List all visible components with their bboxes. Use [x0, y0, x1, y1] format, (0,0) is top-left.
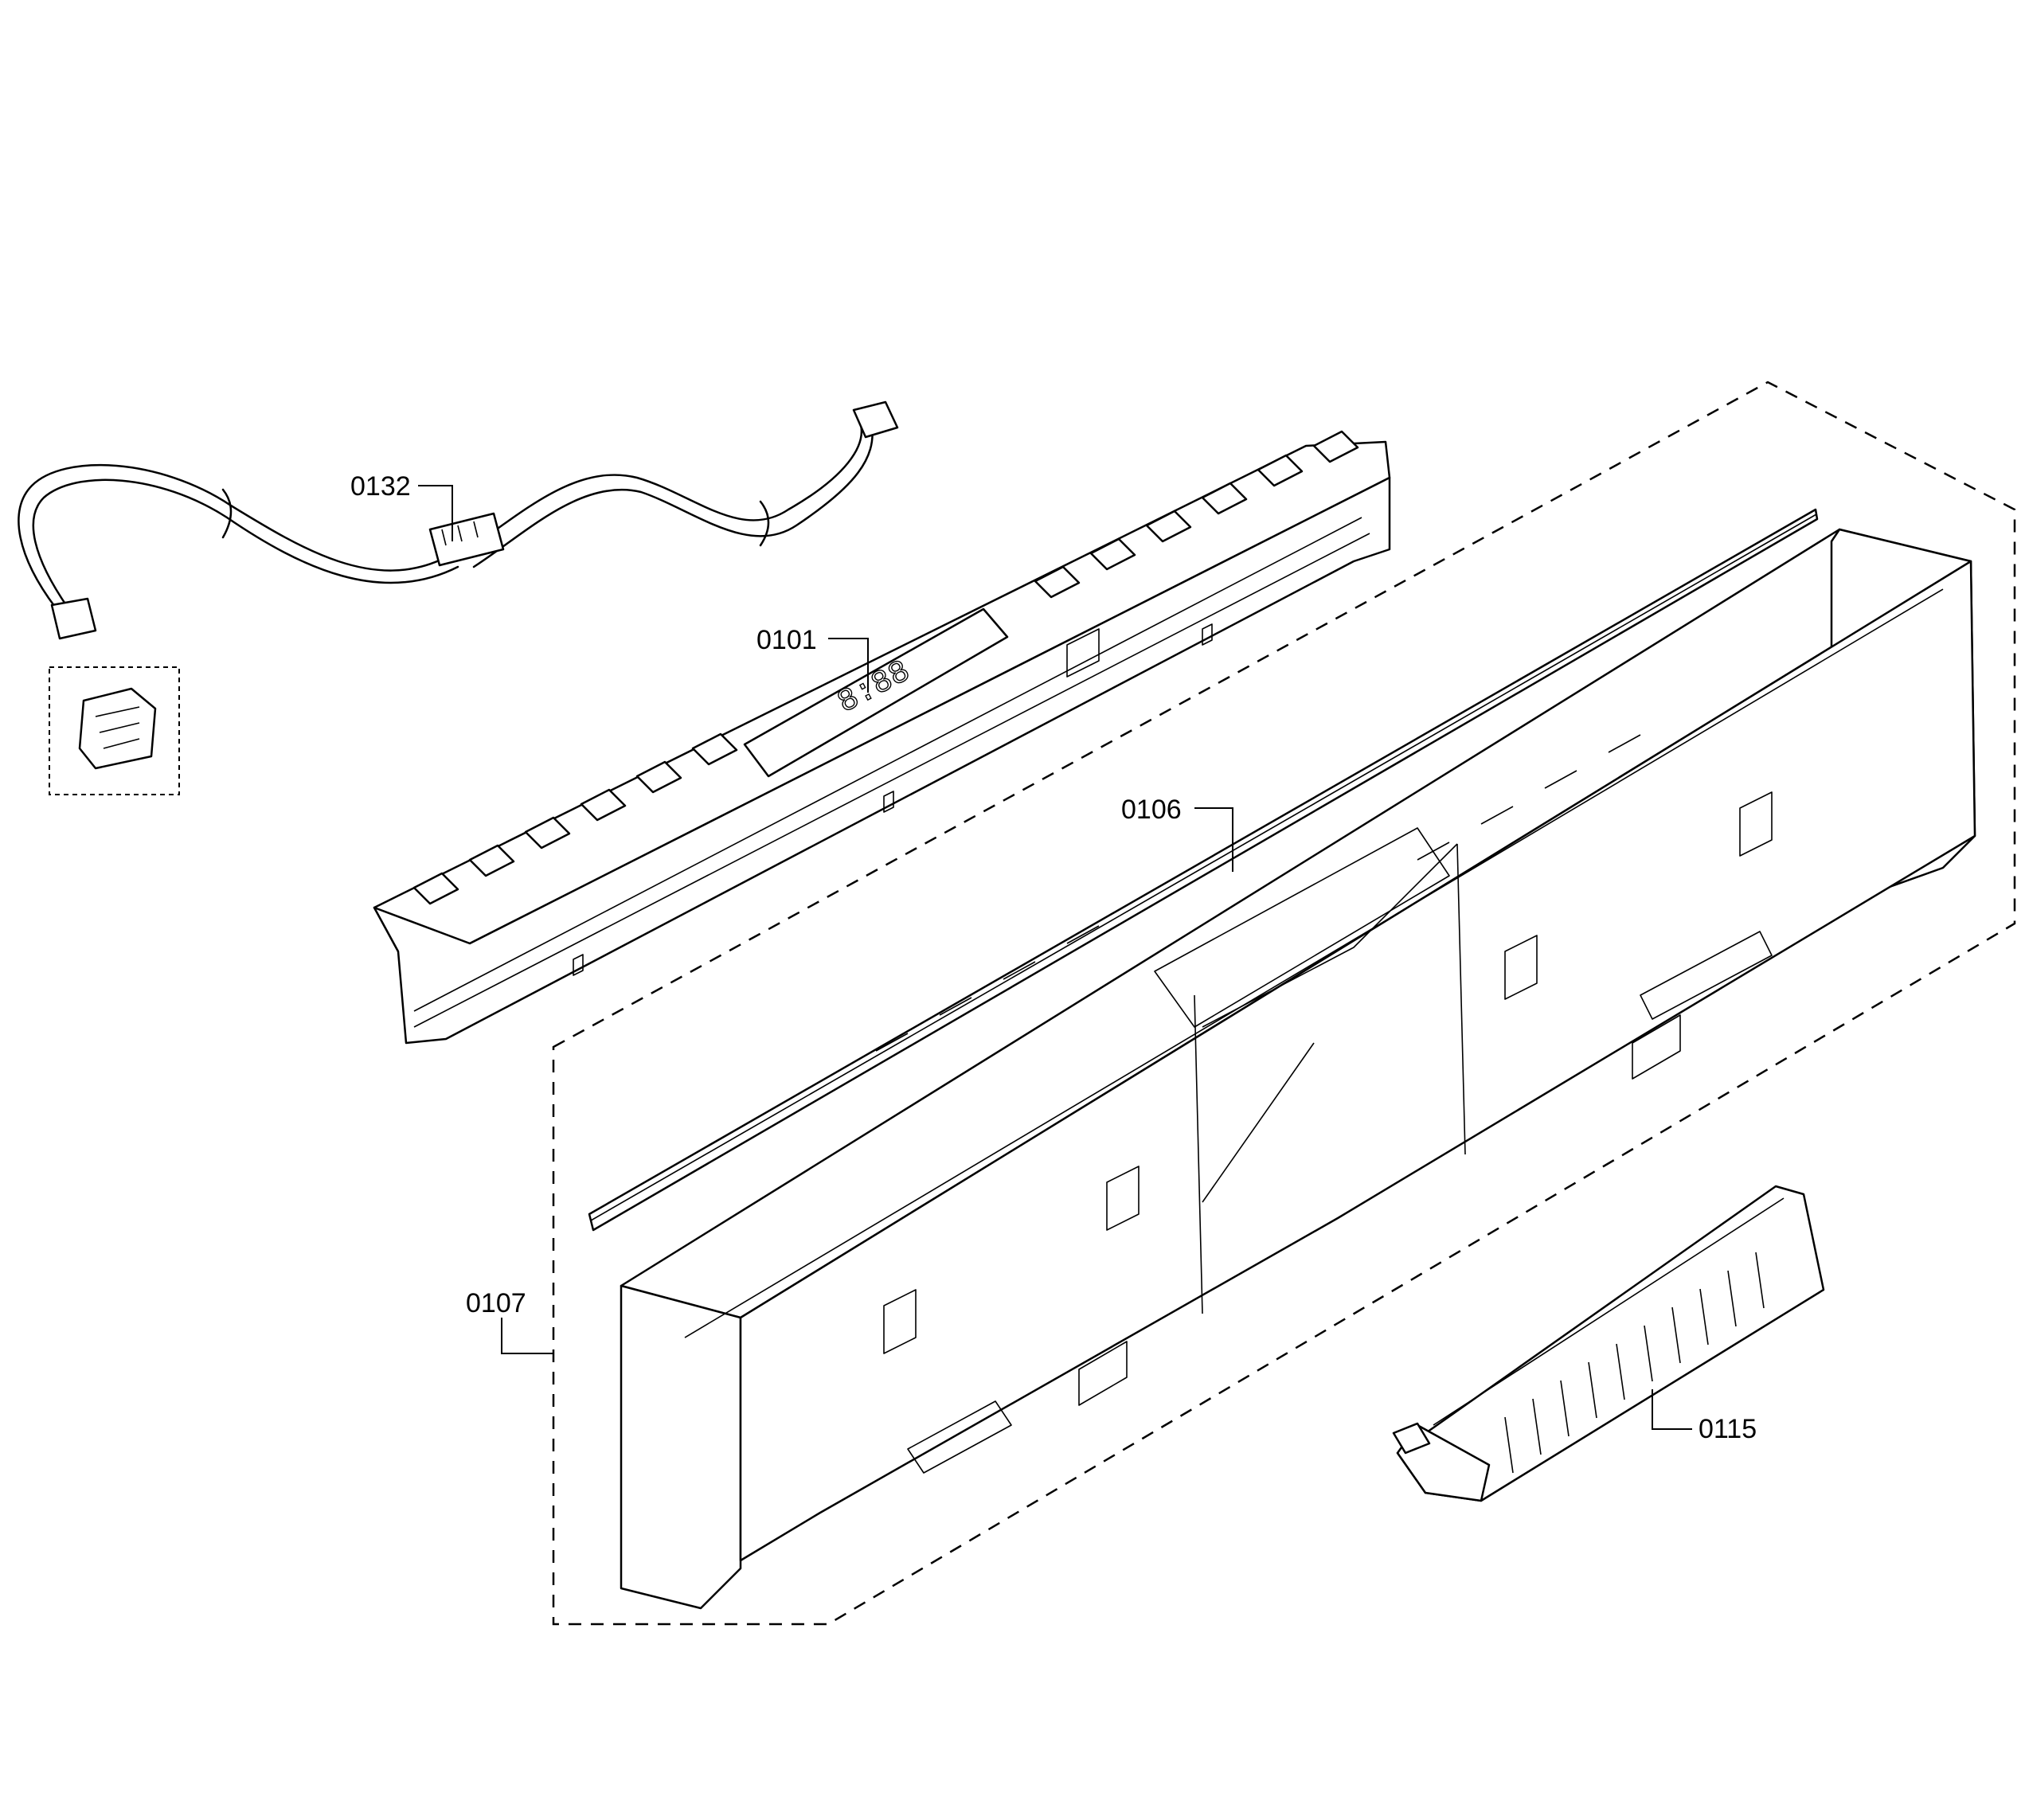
wire-harness-0132[interactable]	[18, 400, 899, 640]
button-caps	[412, 430, 1359, 905]
connector-detail-box	[49, 666, 180, 795]
callout-leaders	[418, 485, 1692, 1430]
callout-0132: 0132	[350, 471, 411, 502]
callout-0107: 0107	[466, 1288, 526, 1318]
trim-strip-0106[interactable]	[588, 508, 1819, 1232]
callout-0101: 0101	[756, 625, 817, 655]
callout-0115: 0115	[1699, 1414, 1757, 1444]
callout-0106: 0106	[1121, 795, 1182, 825]
panel-housing-0107[interactable]	[620, 528, 1976, 1610]
cover-0115[interactable]	[1392, 1185, 1825, 1502]
assembly-boundary	[552, 381, 2016, 1626]
control-module-0101[interactable]: 8:88	[373, 430, 1391, 1045]
cover-ribs	[1504, 1252, 1765, 1474]
